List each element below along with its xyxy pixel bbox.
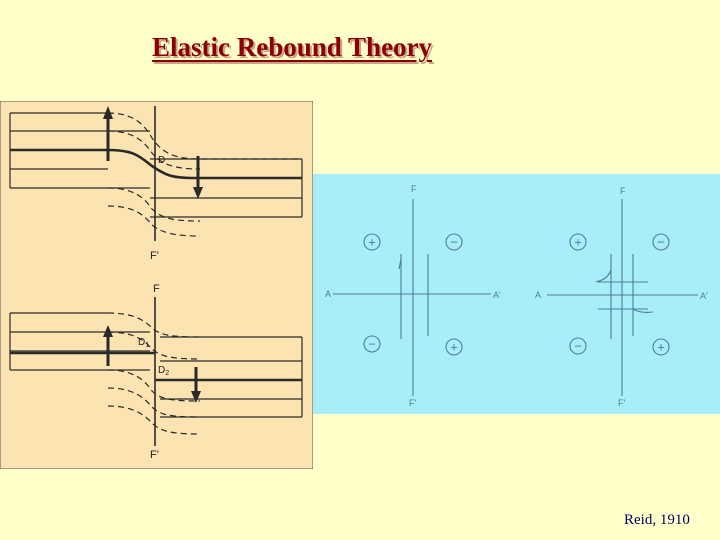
quadrant-sign-tl: + (574, 235, 582, 250)
label-d-top: D (158, 155, 165, 166)
minus-circle-icon (445, 233, 463, 251)
label-f-prime-right: F' (618, 398, 625, 408)
plus-circle-icon (652, 338, 670, 356)
quadrant-sign-bl: − (574, 339, 582, 354)
label-a-prime-left: A' (493, 290, 501, 300)
plus-circle-icon (363, 233, 381, 251)
label-f-prime-top: F' (150, 250, 159, 262)
road-curve-top (10, 148, 302, 180)
quadrant-sign-tr: − (450, 235, 458, 250)
citation: Reid, 1910 (624, 512, 690, 528)
minus-circle-icon (652, 233, 670, 251)
label-a-prime-right: A' (700, 291, 708, 301)
arrow-down-icon (193, 187, 203, 199)
label-d2: D2 (158, 365, 169, 377)
label-f-right: F (620, 186, 626, 196)
plus-circle-icon (445, 338, 463, 356)
top-diagram (9, 106, 303, 241)
quadrant-sign-br: + (450, 340, 458, 355)
label-f-prime-bottom: F' (150, 449, 159, 461)
label-d1: D1 (138, 337, 149, 349)
quadrant-sign-br: + (657, 340, 665, 355)
slide-title: Elastic Rebound Theory (152, 32, 433, 62)
arrow-up-icon (103, 106, 113, 119)
quadrant-diagram-left (333, 199, 491, 396)
quadrant-diagram-right (547, 199, 698, 396)
quadrant-sign-tr: − (657, 235, 665, 250)
quadrant-sign-tl: + (368, 235, 376, 250)
label-f-prime-left: F' (409, 398, 416, 408)
label-f-bottom: F (153, 283, 160, 295)
quadrant-sign-bl: − (368, 337, 376, 352)
minus-circle-icon (363, 335, 381, 353)
label-f-left: F (411, 184, 417, 194)
label-a-left: A (325, 289, 331, 299)
left-figure-background (0, 101, 313, 469)
bottom-diagram (9, 297, 303, 446)
left-figure: D F' F D1 D2 F' (0, 101, 313, 469)
label-a-right: A (535, 290, 541, 300)
plus-circle-icon (569, 233, 587, 251)
right-figure: + − − + F A A' F' + − − + F A A' F' (313, 174, 720, 414)
arrow-down-icon (191, 391, 201, 403)
arrow-up-icon (103, 325, 113, 337)
minus-circle-icon (569, 337, 587, 355)
